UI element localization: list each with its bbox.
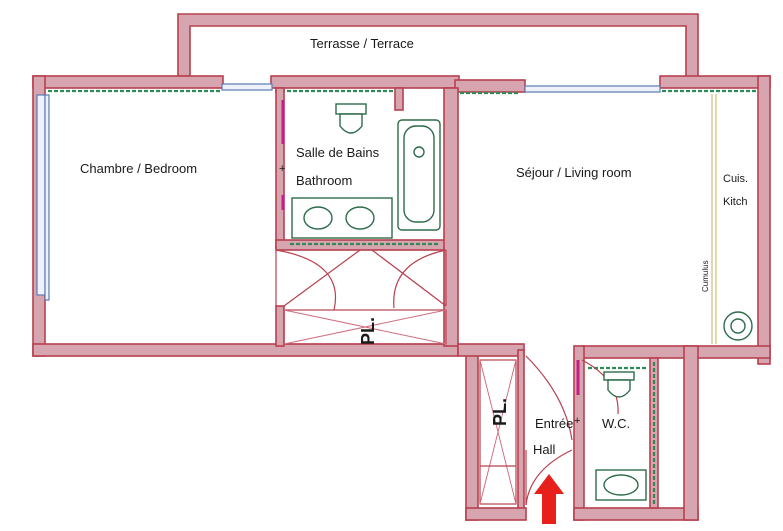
bath-mid-wall (394, 87, 404, 111)
bedroom-left-window-frame (44, 94, 50, 301)
bathtub-inner (403, 125, 435, 223)
cumulus-tank-inner (730, 318, 746, 334)
bathtub-icon (397, 119, 441, 231)
hall-left-wall (465, 351, 479, 521)
closet-1-box (283, 309, 447, 345)
closet-2: PL. (479, 359, 517, 505)
closet-2-label: PL. (490, 398, 510, 426)
wc-plus-symbol: + (574, 415, 580, 427)
window-living-slide (524, 85, 661, 93)
entrance-door-swing (525, 355, 573, 441)
bottom-wall-left (32, 343, 459, 357)
wc-label: W.C. (602, 416, 630, 431)
wc-toilet-icon (607, 379, 631, 398)
bath-right-wall (443, 87, 459, 347)
cumulus-label: Cumulus (701, 260, 710, 292)
wc-bottom-wall (573, 507, 699, 521)
living-door-swing (393, 249, 447, 309)
closet-2-box (479, 359, 517, 505)
closet-1-cross-b (283, 309, 447, 345)
hall-closet-divider (517, 349, 525, 511)
top-wall-left (32, 75, 224, 89)
closet-1-label: PL. (358, 317, 378, 345)
kitchen-label-en: Kitch (723, 196, 747, 208)
kitchen: Cumulus (701, 94, 753, 344)
bathtub-drain-icon (413, 146, 425, 158)
wc-right-wall (683, 345, 699, 521)
bathroom-label-en: Bathroom (296, 173, 352, 188)
bath-bottom-wall (275, 239, 447, 251)
bedroom-door-swing (275, 249, 336, 311)
bottom-wall-right (581, 345, 771, 359)
bathroom-walls (275, 87, 459, 347)
bath-plus-symbol: + (279, 163, 285, 175)
kitchen-label-fr: Cuis. (723, 173, 748, 185)
closet-door-1 (283, 249, 361, 307)
cumulus-tank-icon (723, 311, 753, 341)
bathroom-label-fr: Salle de Bains (296, 145, 380, 160)
terrace-wall (177, 13, 699, 86)
wc-cistern (603, 371, 635, 381)
hall-walls (457, 343, 699, 521)
bathroom-fixtures: + (279, 100, 441, 239)
door-swings (275, 249, 447, 311)
closet-1: PL. (275, 305, 447, 347)
entrance-label-en: Hall (533, 442, 556, 457)
entrance-arrow-icon (534, 474, 564, 524)
top-windows (48, 83, 756, 95)
bedroom-left-window (36, 94, 46, 296)
living-room-label: Séjour / Living room (516, 165, 632, 180)
hall-left-top (457, 343, 525, 357)
bath-toilet-icon (339, 113, 363, 134)
terrace (177, 13, 699, 86)
entrance-label-fr: Entrée (535, 416, 573, 431)
vanity-counter (291, 197, 393, 239)
sink-right-icon (345, 206, 375, 230)
front-door-swing (525, 449, 573, 506)
bath-cistern (335, 103, 367, 115)
top-wall-mid (270, 75, 460, 89)
bedroom-label: Chambre / Bedroom (80, 161, 197, 176)
top-wall-right (454, 79, 526, 93)
wc-sink-icon (603, 474, 639, 496)
closet-1-wall-top (275, 305, 285, 347)
wc-inner-wall (649, 357, 659, 509)
window-bedroom-slide (221, 83, 273, 91)
sink-left-icon (303, 206, 333, 230)
wc-fixtures: + (574, 360, 647, 501)
closet-door-2 (371, 249, 447, 307)
hall-bottom-left (465, 507, 527, 521)
right-wall (757, 75, 771, 365)
closet-2-cross-b (479, 359, 517, 505)
terrace-label: Terrasse / Terrace (310, 36, 414, 51)
top-wall-right2 (659, 75, 771, 89)
